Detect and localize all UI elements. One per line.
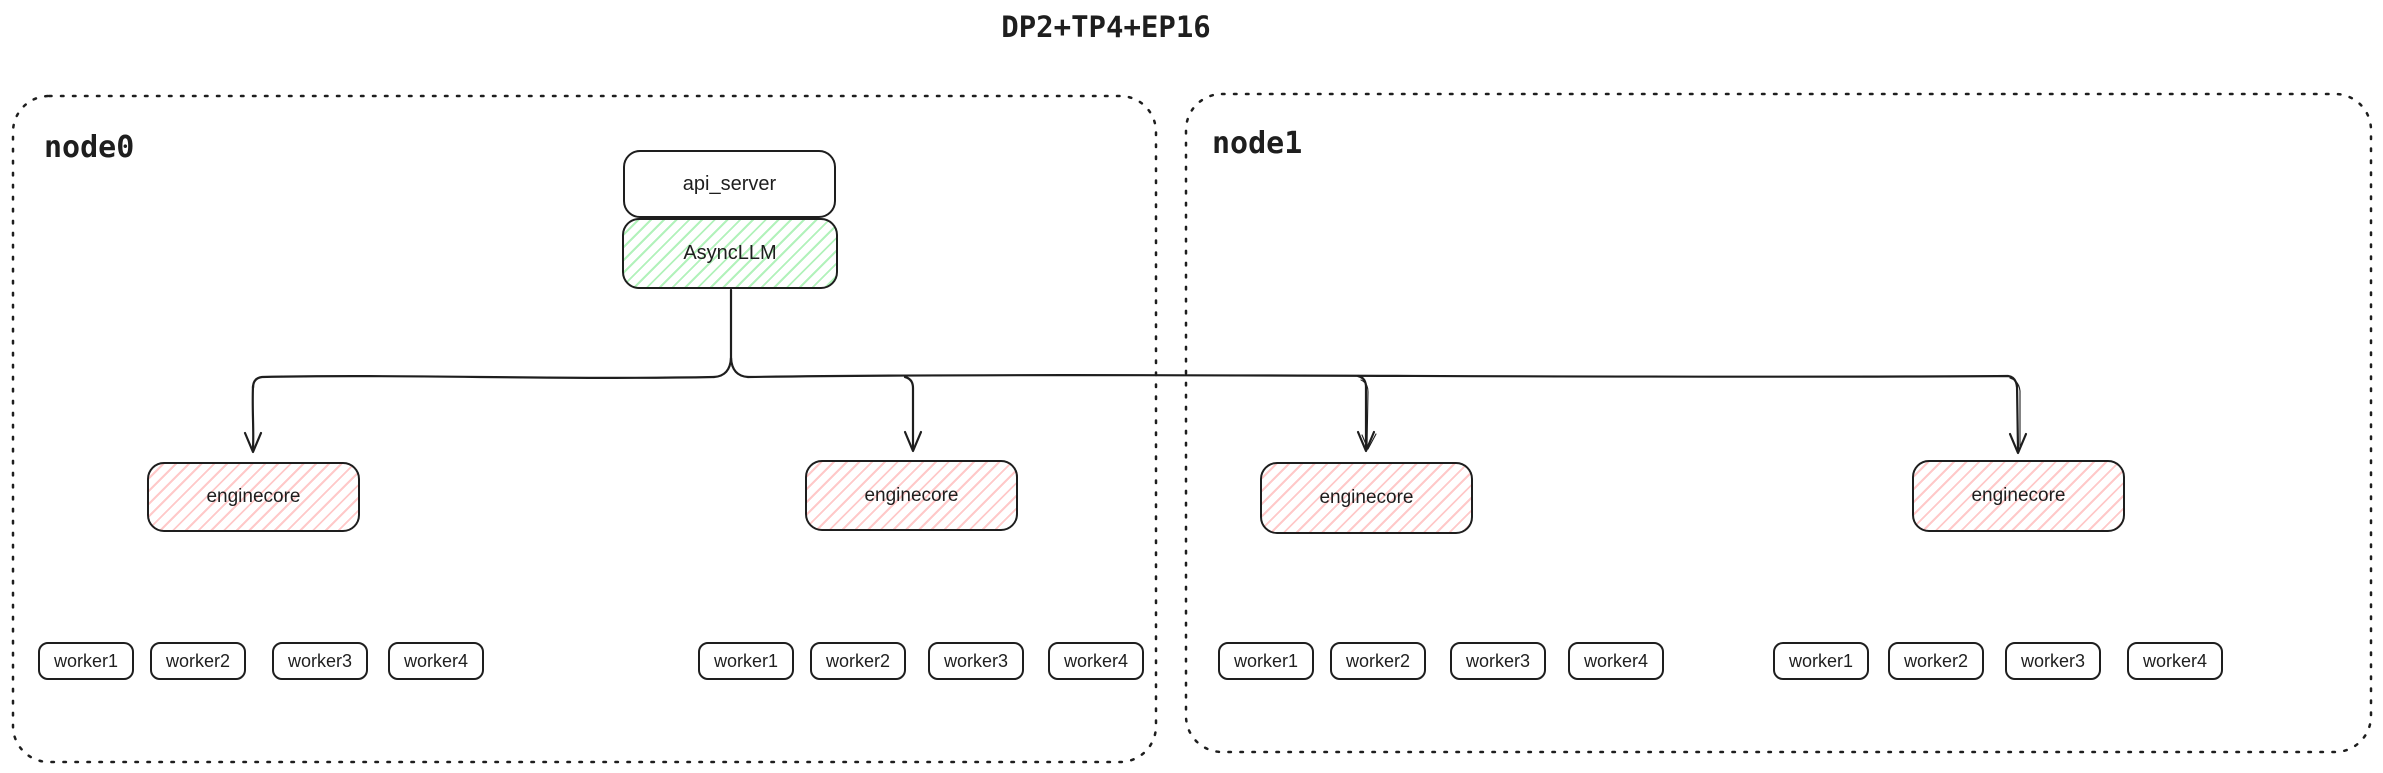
worker-label: worker1 (713, 650, 779, 671)
worker-label: worker2 (1345, 650, 1411, 671)
enginecore-box-3: enginecore (1260, 462, 1473, 534)
worker-box: worker3 (272, 642, 368, 680)
worker-label: worker2 (165, 650, 231, 671)
arrow-drop-3b (1360, 379, 1369, 447)
worker-label: worker3 (287, 650, 353, 671)
enginecore-box-2: enginecore (805, 460, 1018, 531)
enginecore-label: enginecore (206, 486, 301, 507)
arrow-bus-left (251, 375, 716, 390)
worker-label: worker1 (1233, 650, 1299, 671)
diagram-title: DP2+TP4+EP16 (1001, 10, 1211, 44)
worker-label: worker3 (943, 650, 1009, 671)
asyncllm-box: AsyncLLM (622, 218, 838, 289)
enginecore-label: enginecore (1319, 487, 1414, 508)
worker-box: worker4 (388, 642, 484, 680)
worker-box: worker2 (1330, 642, 1426, 680)
worker-box: worker1 (1773, 642, 1869, 680)
worker-box: worker3 (2005, 642, 2101, 680)
worker-label: worker4 (2142, 650, 2208, 671)
enginecore-label: enginecore (864, 484, 959, 506)
worker-label: worker2 (825, 650, 891, 671)
worker-label: worker2 (1903, 650, 1969, 671)
worker-label: worker4 (1063, 650, 1129, 671)
arrow-drop-1 (251, 384, 255, 450)
arrow-drop-4b (2009, 377, 2021, 449)
arrowhead-1 (243, 431, 263, 454)
worker-box: worker1 (698, 642, 794, 680)
worker-label: worker3 (1465, 650, 1531, 671)
api-server-box: api_server (623, 150, 836, 218)
arrowhead-3 (1356, 430, 1376, 453)
worker-box: worker4 (1568, 642, 1664, 680)
worker-label: worker4 (403, 650, 469, 671)
enginecore-box-4: enginecore (1912, 460, 2125, 532)
arrow-drop-3 (1356, 374, 1368, 450)
worker-label: worker3 (2020, 650, 2086, 671)
arrow-drop-2 (903, 375, 915, 450)
arrowhead-4 (2008, 432, 2028, 455)
asyncllm-label: AsyncLLM (683, 242, 777, 264)
worker-box: worker3 (1450, 642, 1546, 680)
worker-box: worker4 (1048, 642, 1144, 680)
arrowhead-3b (1361, 433, 1377, 450)
arrow-branch-left-curve (712, 356, 733, 379)
arrow-bus-right (746, 374, 2019, 389)
enginecore-box-1: enginecore (147, 462, 360, 532)
worker-box: worker2 (1888, 642, 1984, 680)
worker-box: worker1 (38, 642, 134, 680)
node0-label: node0 (44, 130, 135, 165)
worker-box: worker2 (150, 642, 246, 680)
arrow-branch-right-curve (729, 356, 750, 379)
arrow-drop-4 (2015, 383, 2020, 452)
worker-box: worker2 (810, 642, 906, 680)
worker-box: worker4 (2127, 642, 2223, 680)
worker-label: worker1 (1788, 650, 1854, 671)
api-server-label: api_server (682, 172, 777, 195)
worker-box: worker1 (1218, 642, 1314, 680)
worker-box: worker3 (928, 642, 1024, 680)
worker-label: worker4 (1583, 650, 1649, 671)
arrowhead-2 (903, 430, 923, 453)
enginecore-label: enginecore (1971, 485, 2066, 506)
node1-label: node1 (1212, 126, 1303, 161)
worker-label: worker1 (53, 650, 119, 671)
